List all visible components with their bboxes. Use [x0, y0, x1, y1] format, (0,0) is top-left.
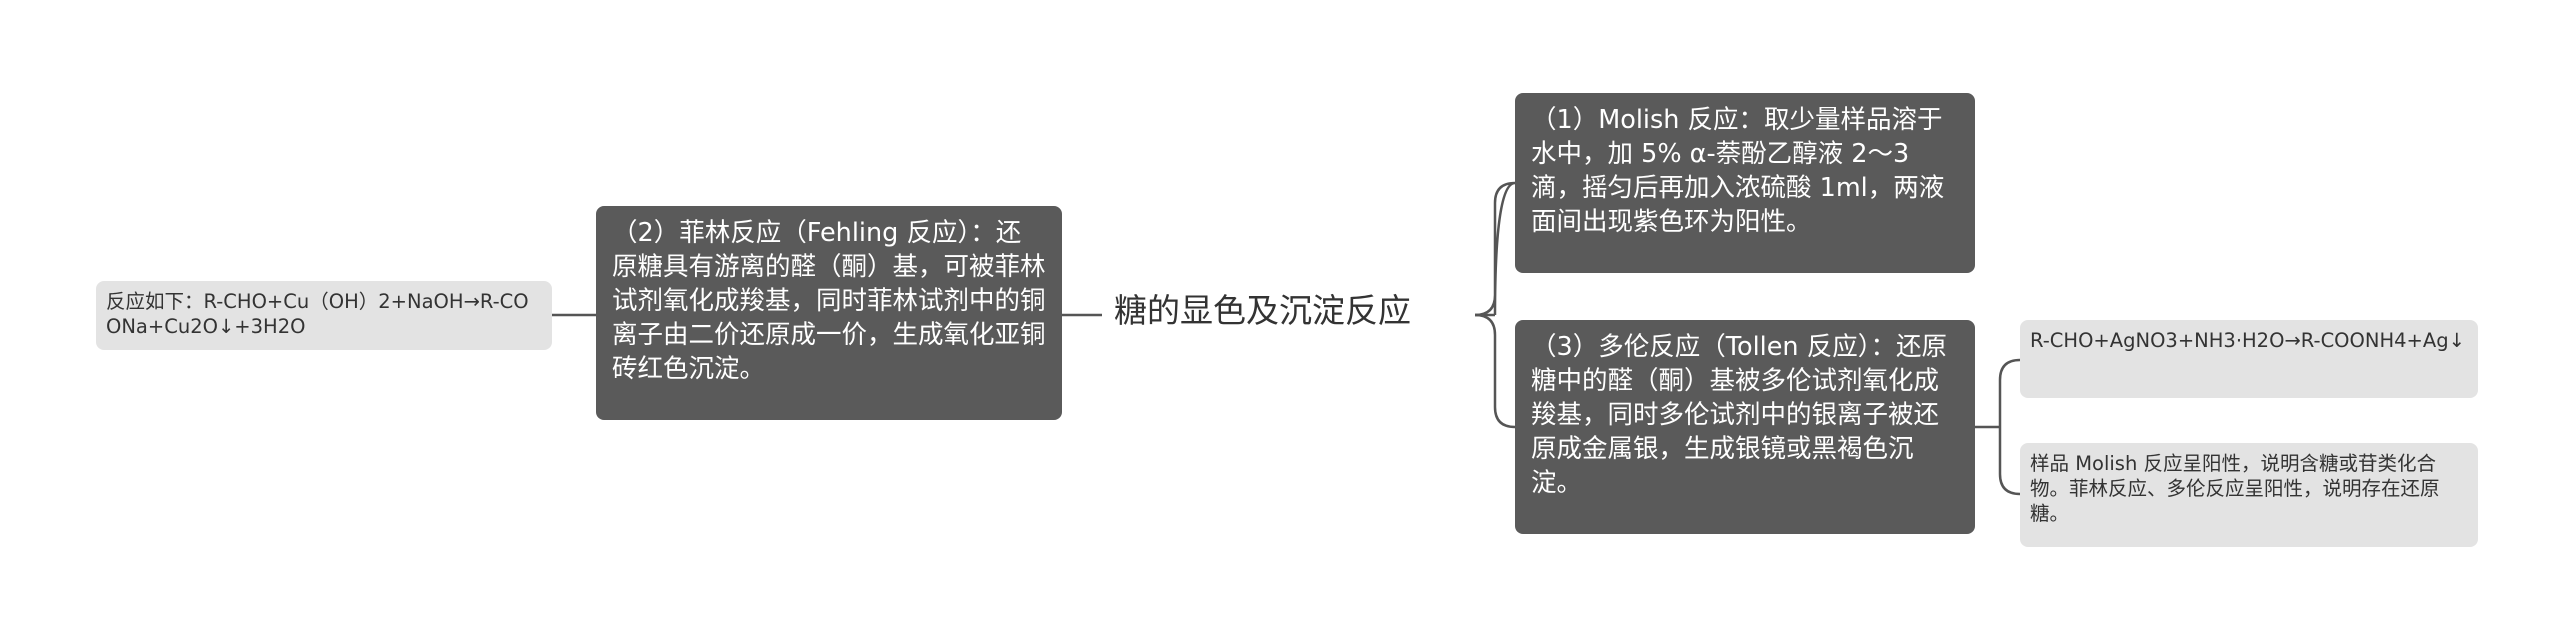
tollen-reaction-node[interactable]: （3）多伦反应（Tollen 反应）：还原糖中的醛（酮）基被多伦试剂氧化成羧基，…: [1515, 320, 1975, 534]
fehling-equation-node[interactable]: 反应如下：R-CHO+Cu（OH）2+NaOH→R-COONa+Cu2O↓+3H…: [96, 281, 552, 350]
connector-to-conclusion: [1998, 427, 2021, 496]
fehling-reaction-node[interactable]: （2）菲林反应（Fehling 反应）：还原糖具有游离的醛（酮）基，可被菲林试剂…: [596, 206, 1062, 420]
tollen-equation-node[interactable]: R-CHO+AgNO3+NH3·H2O→R-COONH4+Ag↓: [2020, 320, 2478, 398]
connector-branch-to-tollen: [1474, 313, 1516, 429]
connector-to-tollen-equation: [1998, 358, 2021, 427]
root-topic[interactable]: 糖的显色及沉淀反应: [1114, 291, 1411, 330]
connector-branch-to-molish: [1474, 181, 1516, 317]
conclusion-node[interactable]: 样品 Molish 反应呈阳性，说明含糖或苷类化合物。菲林反应、多伦反应呈阳性，…: [2020, 443, 2478, 547]
molish-reaction-node[interactable]: （1）Molish 反应：取少量样品溶于水中，加 5% α-萘酚乙醇液 2～3 …: [1515, 93, 1975, 273]
